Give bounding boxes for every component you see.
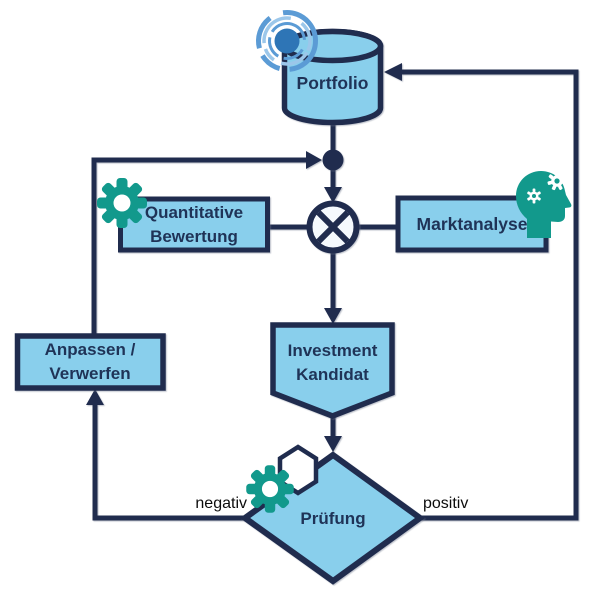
edge-anpassen-to-junction bbox=[91, 157, 306, 338]
edge-positiv-feedback bbox=[402, 69, 579, 521]
investment-kandidat-label-line1: Investment bbox=[287, 341, 378, 360]
merge-junction-circle bbox=[306, 200, 360, 254]
investment-kandidat-pentagon bbox=[270, 322, 395, 419]
investment-kandidat-label-line2: Kandidat bbox=[296, 365, 369, 384]
anpassen-verwerfen-box bbox=[14, 333, 166, 391]
anpassen-verwerfen-label-line1: Anpassen / bbox=[44, 340, 136, 359]
anpassen-verwerfen-label-line2: Verwerfen bbox=[49, 364, 131, 383]
quantitative-bewertung-label-line2: Bewertung bbox=[150, 227, 238, 246]
edge-anpassen-arrowhead bbox=[306, 151, 322, 169]
quantitative-bewertung-label-line1: Quantitative bbox=[144, 203, 244, 222]
marktanalyse-label: Marktanalyse bbox=[416, 213, 528, 234]
pruefung-label: Prüfung bbox=[300, 508, 366, 528]
marktanalyse-box bbox=[395, 195, 549, 253]
edge-merge-arrowhead bbox=[324, 187, 342, 203]
edge-negativ-arrowhead bbox=[86, 389, 104, 405]
edge-positiv-arrowhead bbox=[384, 63, 402, 81]
hexagon-gear-icon bbox=[246, 444, 319, 513]
junction-dot bbox=[322, 149, 344, 171]
positiv-branch-label: positiv bbox=[423, 495, 469, 512]
gear-icon bbox=[97, 178, 147, 228]
negativ-branch-label: negativ bbox=[195, 495, 247, 512]
head-gears-icon bbox=[516, 171, 572, 238]
edge-kandidat-arrowhead bbox=[324, 308, 342, 324]
edge-pruefung-arrowhead bbox=[324, 436, 342, 452]
portfolio-label: Portfolio bbox=[296, 72, 369, 93]
edge-negativ-feedback bbox=[92, 404, 245, 521]
